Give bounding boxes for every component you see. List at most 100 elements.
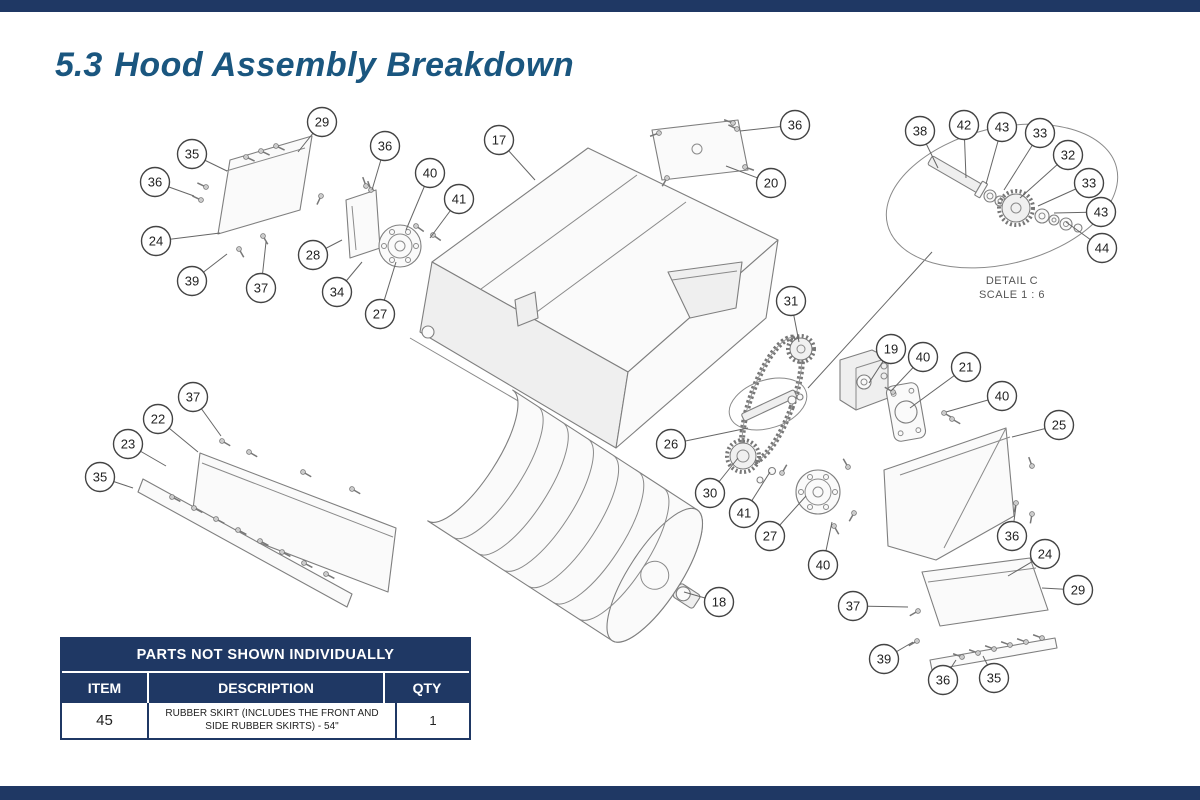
screw-icon xyxy=(842,458,851,470)
bearing-hub-right xyxy=(756,466,841,515)
screw-icon xyxy=(323,571,335,580)
svg-text:42: 42 xyxy=(957,118,971,133)
svg-text:21: 21 xyxy=(959,360,973,375)
svg-text:41: 41 xyxy=(452,192,466,207)
callout-balloon-41: 41 xyxy=(443,183,475,215)
bottom-accent-bar xyxy=(0,786,1200,800)
idler-shaft-assembly xyxy=(728,251,933,431)
motor-mount-plate xyxy=(885,382,927,442)
svg-text:36: 36 xyxy=(788,118,802,133)
cover-plate xyxy=(651,119,749,181)
callout-balloon-36: 36 xyxy=(139,166,171,198)
svg-text:19: 19 xyxy=(884,342,898,357)
callout-balloon-36: 36 xyxy=(779,109,811,141)
svg-text:40: 40 xyxy=(423,166,437,181)
svg-text:33: 33 xyxy=(1033,126,1047,141)
callout-balloon-29: 29 xyxy=(306,106,338,138)
top-left-skirt-plate xyxy=(217,135,313,235)
callout-balloon-36: 36 xyxy=(927,664,959,696)
callout-balloon-40: 40 xyxy=(986,380,1018,412)
screw-icon xyxy=(243,154,255,162)
svg-text:24: 24 xyxy=(1038,547,1052,562)
screw-icon xyxy=(192,195,204,203)
screw-icon xyxy=(952,653,965,660)
detail-c-label: DETAIL C xyxy=(986,275,1038,287)
screw-icon xyxy=(984,645,997,652)
callout-balloon-22: 22 xyxy=(142,403,174,435)
svg-text:20: 20 xyxy=(764,176,778,191)
chain-sprockets xyxy=(725,334,816,474)
callout-balloon-26: 26 xyxy=(655,428,687,460)
callout-balloon-31: 31 xyxy=(775,285,807,317)
svg-text:37: 37 xyxy=(254,281,268,296)
svg-text:27: 27 xyxy=(373,307,387,322)
svg-text:17: 17 xyxy=(492,133,506,148)
callout-balloon-32: 32 xyxy=(1052,139,1084,171)
discharge-chute xyxy=(883,427,1015,561)
callout-balloon-40: 40 xyxy=(414,157,446,189)
parts-table-header: ITEM DESCRIPTION QTY xyxy=(62,673,469,703)
svg-text:39: 39 xyxy=(185,274,199,289)
callout-balloon-44: 44 xyxy=(1086,232,1118,264)
screw-icon xyxy=(413,223,425,233)
screw-icon xyxy=(273,143,285,151)
callout-balloon-37: 37 xyxy=(245,272,277,304)
svg-text:30: 30 xyxy=(703,486,717,501)
screw-icon xyxy=(908,638,920,647)
svg-text:29: 29 xyxy=(315,115,329,130)
callout-balloon-17: 17 xyxy=(483,124,515,156)
svg-text:35: 35 xyxy=(987,671,1001,686)
svg-text:43: 43 xyxy=(995,120,1009,135)
svg-text:35: 35 xyxy=(93,470,107,485)
callout-balloon-25: 25 xyxy=(1043,409,1075,441)
screw-icon xyxy=(742,164,755,171)
svg-text:25: 25 xyxy=(1052,418,1066,433)
screw-icon xyxy=(213,516,225,525)
column-header-description: DESCRIPTION xyxy=(149,673,385,703)
callout-balloon-42: 42 xyxy=(948,109,980,141)
parts-table-title: PARTS NOT SHOWN INDIVIDUALLY xyxy=(62,639,469,673)
callout-balloon-37: 37 xyxy=(837,590,869,622)
svg-text:27: 27 xyxy=(763,529,777,544)
callout-balloon-40: 40 xyxy=(807,549,839,581)
svg-text:36: 36 xyxy=(1005,529,1019,544)
callout-balloon-36: 36 xyxy=(996,520,1028,552)
screw-icon xyxy=(430,232,442,242)
svg-text:32: 32 xyxy=(1061,148,1075,163)
callout-balloon-38: 38 xyxy=(904,115,936,147)
svg-text:31: 31 xyxy=(784,294,798,309)
screw-icon xyxy=(723,119,736,126)
screw-icon xyxy=(728,124,740,132)
screw-icon xyxy=(300,469,312,478)
parts-table: PARTS NOT SHOWN INDIVIDUALLY ITEM DESCRI… xyxy=(60,637,471,740)
callout-balloons: 29 36 40 41 17 36 20 38 42 43 33 32 33 43 44 35 36 24 39 37… xyxy=(84,106,1118,696)
screw-icon xyxy=(1029,511,1035,524)
callout-balloon-43: 43 xyxy=(1085,196,1117,228)
bottom-left-skirt-assembly xyxy=(137,452,397,608)
callout-balloon-20: 20 xyxy=(755,167,787,199)
bottom-right-skirt-assembly xyxy=(921,557,1058,671)
svg-text:28: 28 xyxy=(306,248,320,263)
svg-text:23: 23 xyxy=(121,437,135,452)
column-header-item: ITEM xyxy=(62,673,149,703)
detail-c-scale: SCALE 1 : 6 xyxy=(979,289,1045,301)
section-number: 5.3 xyxy=(55,46,103,84)
hardware-screws xyxy=(169,119,1045,660)
screw-icon xyxy=(848,510,857,522)
screw-icon xyxy=(949,416,961,425)
screw-icon xyxy=(260,233,269,245)
mounting-bracket xyxy=(345,189,381,259)
screw-icon xyxy=(316,193,324,205)
svg-text:33: 33 xyxy=(1082,176,1096,191)
screw-icon xyxy=(1016,638,1029,645)
svg-text:40: 40 xyxy=(816,558,830,573)
screw-icon xyxy=(909,608,921,617)
svg-text:26: 26 xyxy=(664,437,678,452)
cell-description: RUBBER SKIRT (INCLUDES THE FRONT AND SID… xyxy=(149,703,397,738)
table-row: 45 RUBBER SKIRT (INCLUDES THE FRONT AND … xyxy=(62,703,469,738)
callout-balloon-19: 19 xyxy=(875,333,907,365)
svg-text:34: 34 xyxy=(330,285,344,300)
callout-balloon-43: 43 xyxy=(986,111,1018,143)
svg-text:29: 29 xyxy=(1071,583,1085,598)
svg-text:43: 43 xyxy=(1094,205,1108,220)
